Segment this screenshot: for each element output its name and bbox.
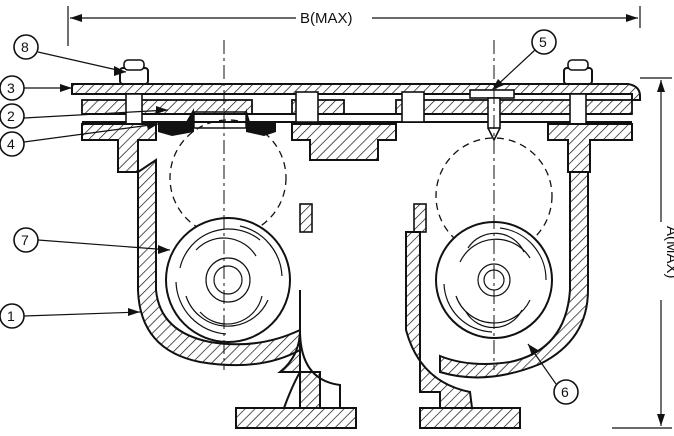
callout-5: 5 — [491, 29, 557, 91]
callout-7: 7 — [13, 227, 171, 254]
valve-body — [81, 123, 633, 429]
seat-gasket — [158, 108, 276, 136]
callout-1: 1 — [0, 303, 141, 329]
svg-text:2: 2 — [7, 108, 15, 124]
bolt-assembly — [119, 59, 593, 125]
callout-4: 4 — [0, 122, 159, 157]
ball-right — [435, 137, 553, 339]
svg-text:3: 3 — [7, 80, 15, 96]
top-cover — [71, 83, 641, 101]
centerlines — [223, 40, 495, 370]
svg-text:4: 4 — [7, 136, 15, 152]
callout-3: 3 — [0, 75, 72, 101]
dimension-a: A(MAX) — [612, 77, 674, 429]
callout-8: 8 — [13, 34, 127, 76]
svg-text:7: 7 — [21, 232, 29, 248]
ball-left — [165, 119, 291, 343]
dimension-a-label: A(MAX) — [663, 226, 674, 279]
svg-text:8: 8 — [21, 39, 29, 55]
callout-2: 2 — [0, 103, 169, 129]
svg-text:1: 1 — [7, 308, 15, 324]
svg-text:6: 6 — [561, 384, 569, 400]
svg-text:5: 5 — [539, 34, 547, 50]
callout-6: 6 — [527, 343, 579, 405]
dimension-b-label: B(MAX) — [300, 10, 353, 27]
dimension-b: B(MAX) — [67, 6, 641, 46]
